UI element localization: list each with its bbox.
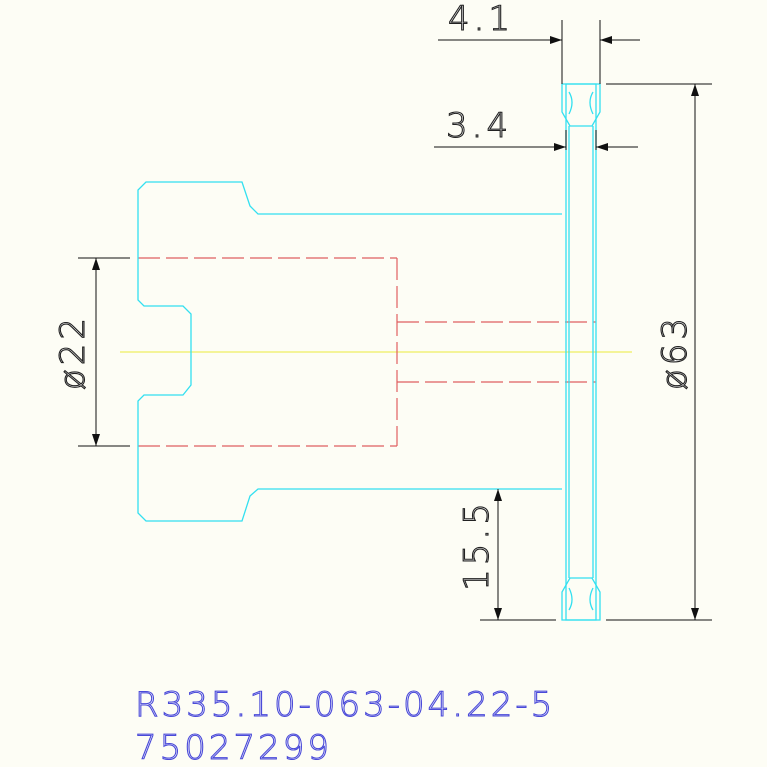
top-tooth	[561, 83, 601, 127]
dim-width-inner: 3.4	[446, 106, 512, 146]
dimension-lines	[78, 20, 712, 621]
dim-step-height: 15.5	[457, 499, 497, 591]
bottom-tooth	[561, 577, 601, 621]
dim-outer-diameter: ø63	[655, 314, 695, 390]
dim-width-outer: 4.1	[448, 0, 514, 39]
top-tooth-notch	[568, 91, 594, 115]
part-code: R335.10-063-04.22-5	[135, 685, 555, 725]
hub-profile	[137, 181, 562, 522]
item-number: 75027299	[135, 728, 332, 767]
dim-bore-diameter: ø22	[53, 314, 93, 390]
hidden-lines	[138, 257, 596, 447]
bottom-tooth-notch	[568, 587, 594, 611]
